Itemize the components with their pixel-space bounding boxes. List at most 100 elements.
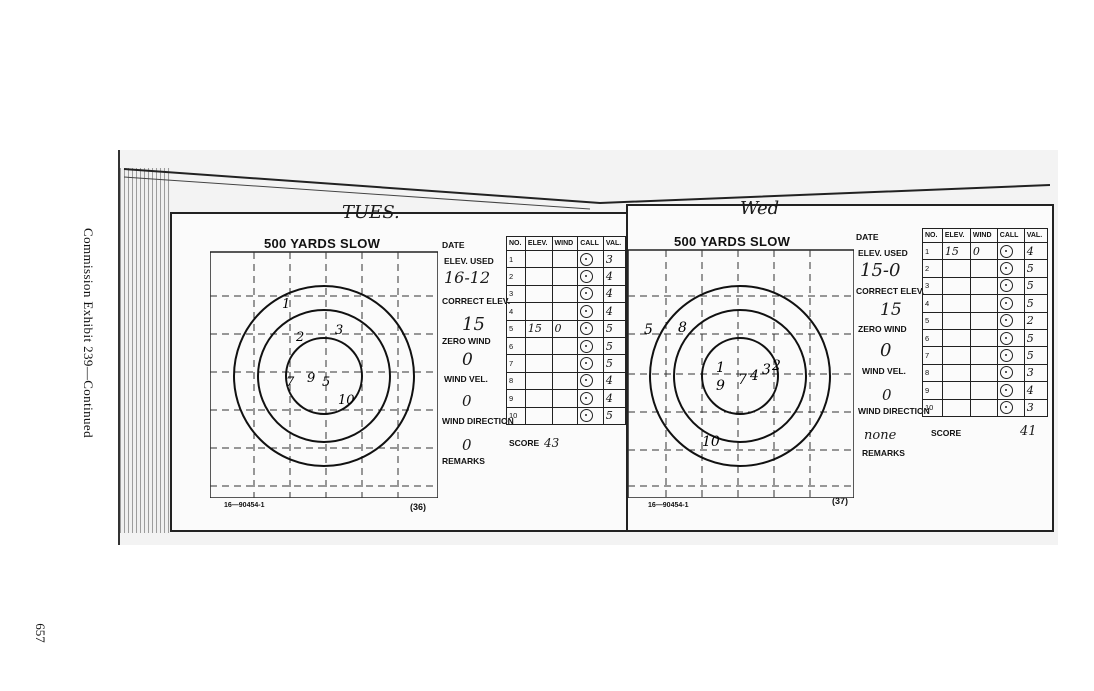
shot-wind bbox=[969, 259, 998, 278]
shot-wind bbox=[551, 354, 579, 373]
shot-wind bbox=[551, 406, 579, 425]
shot-elev bbox=[524, 302, 553, 321]
shot-elev bbox=[524, 389, 553, 408]
shot-val: 5 bbox=[602, 319, 627, 338]
shot-elev bbox=[524, 406, 553, 425]
right-col-wind: WIND bbox=[969, 228, 998, 243]
shot-val: 5 bbox=[1023, 294, 1049, 313]
right-date-label: DATE bbox=[856, 232, 879, 242]
book-cover-edge bbox=[123, 168, 1050, 210]
left-wind-dir-value: 0 bbox=[462, 436, 472, 454]
call-mark-icon bbox=[580, 287, 594, 301]
shot-elev bbox=[941, 311, 971, 330]
exhibit-caption-text: Commission Exhibit 239—Continued bbox=[81, 228, 96, 438]
left-elev-used-value: 16-12 bbox=[444, 268, 491, 287]
shot-val: 5 bbox=[1023, 259, 1049, 278]
left-form-number: 16—90454-1 bbox=[224, 502, 265, 509]
right-col-val: VAL. bbox=[1023, 228, 1049, 243]
call-mark-icon bbox=[999, 331, 1013, 345]
left-zero-wind-value: 0 bbox=[462, 350, 473, 370]
exhibit-caption: Commission Exhibit 239—Continued bbox=[74, 228, 102, 488]
shot-val: 4 bbox=[602, 371, 627, 391]
shot-call bbox=[996, 381, 1025, 400]
shot-wind bbox=[969, 276, 998, 296]
left-col-val: VAL. bbox=[602, 236, 627, 251]
shot-call bbox=[577, 371, 604, 391]
shot-no: 4 bbox=[922, 294, 943, 313]
svg-text:10: 10 bbox=[702, 434, 720, 450]
right-wind-dir-label: WIND DIRECTION bbox=[858, 406, 930, 416]
right-target-title: 500 YARDS SLOW bbox=[674, 234, 791, 249]
shot-val: 5 bbox=[1023, 346, 1049, 365]
shot-val: 4 bbox=[602, 284, 627, 304]
shot-val: 5 bbox=[1023, 276, 1049, 296]
svg-text:9: 9 bbox=[307, 371, 315, 386]
left-score-value: 43 bbox=[544, 436, 560, 450]
page-number: 657 bbox=[32, 623, 48, 643]
shot-val: 4 bbox=[602, 267, 627, 286]
svg-text:8: 8 bbox=[678, 320, 687, 336]
shot-wind bbox=[551, 336, 579, 356]
shot-call bbox=[996, 294, 1025, 313]
left-wind-vel-label: WIND VEL. bbox=[444, 374, 488, 384]
shot-no: 7 bbox=[506, 354, 526, 373]
shot-elev bbox=[524, 371, 553, 391]
right-score-label: SCORE bbox=[931, 428, 962, 438]
shot-elev bbox=[941, 276, 971, 296]
shot-wind bbox=[551, 371, 579, 391]
shot-call bbox=[577, 406, 604, 425]
svg-text:2: 2 bbox=[771, 358, 781, 374]
shot-call bbox=[577, 354, 604, 373]
shot-call bbox=[996, 241, 1025, 261]
table-row: 10 3 bbox=[922, 398, 1049, 417]
shot-call bbox=[996, 328, 1025, 348]
shot-no: 8 bbox=[506, 371, 526, 391]
right-zero-wind-value: 0 bbox=[880, 340, 892, 361]
call-mark-icon bbox=[580, 322, 594, 336]
left-col-no: NO. bbox=[506, 236, 526, 251]
svg-text:5: 5 bbox=[322, 375, 330, 390]
svg-text:3: 3 bbox=[335, 323, 343, 338]
svg-text:4: 4 bbox=[749, 368, 759, 384]
left-correct-elev-label: CORRECT ELEV. bbox=[442, 296, 511, 306]
shot-elev bbox=[524, 267, 553, 286]
left-col-call: CALL bbox=[577, 236, 604, 251]
shot-call bbox=[996, 311, 1025, 330]
shot-val: 2 bbox=[1023, 311, 1049, 330]
shot-no: 6 bbox=[506, 336, 526, 356]
shot-val: 5 bbox=[602, 406, 627, 425]
shot-val: 4 bbox=[602, 389, 627, 408]
shot-val: 3 bbox=[1023, 398, 1049, 417]
shot-val: 3 bbox=[1023, 363, 1049, 383]
shot-wind bbox=[969, 381, 998, 400]
left-date-label: DATE bbox=[442, 240, 465, 250]
shot-wind bbox=[551, 302, 579, 321]
shot-val: 5 bbox=[602, 354, 627, 373]
shot-no: 10 bbox=[922, 398, 943, 417]
call-mark-icon bbox=[580, 339, 594, 353]
shot-no: 5 bbox=[506, 319, 526, 338]
shot-wind: 0 bbox=[551, 319, 579, 338]
shot-wind: 0 bbox=[969, 241, 998, 261]
right-score-value: 41 bbox=[1020, 424, 1037, 439]
call-mark-icon bbox=[580, 374, 594, 388]
shot-wind bbox=[969, 346, 998, 365]
svg-text:5: 5 bbox=[644, 322, 653, 338]
left-score-label: SCORE bbox=[509, 438, 540, 448]
svg-text:1: 1 bbox=[716, 360, 725, 376]
shot-wind bbox=[969, 363, 998, 383]
